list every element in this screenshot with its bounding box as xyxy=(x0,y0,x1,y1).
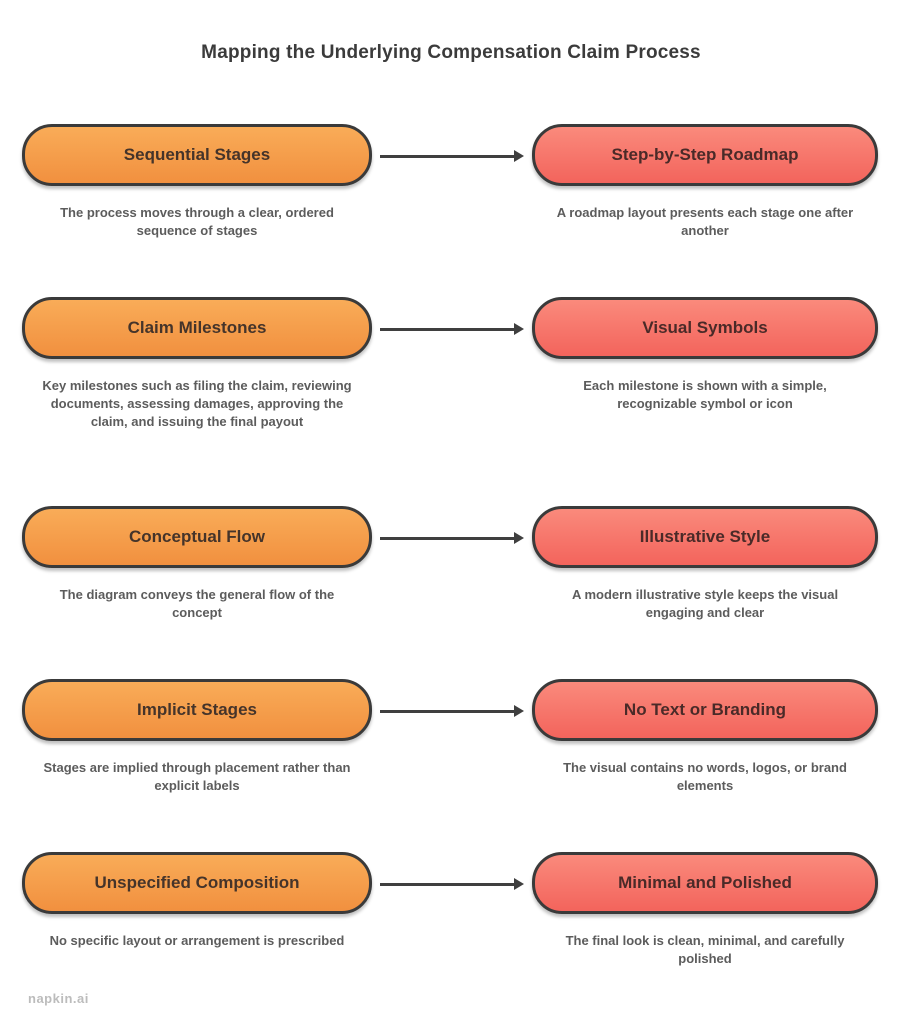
page-title: Mapping the Underlying Compensation Clai… xyxy=(201,42,701,63)
arrow-shaft xyxy=(380,709,514,713)
card-label: Minimal and Polished xyxy=(618,873,792,892)
result-card-visual-symbols: Visual Symbols xyxy=(532,297,878,359)
arrow-icon xyxy=(380,878,524,890)
result-card-no-text-or-branding: No Text or Branding xyxy=(532,679,878,741)
card-caption: A roadmap layout presents each stage one… xyxy=(556,205,854,239)
stage-card-sequential-stages: Sequential Stages xyxy=(22,124,372,186)
arrow-icon xyxy=(380,323,524,335)
card-label: Implicit Stages xyxy=(137,700,257,719)
arrow-head xyxy=(514,705,524,717)
arrow-head xyxy=(514,150,524,162)
arrow-shaft xyxy=(380,327,514,331)
result-card-minimal-and-polished: Minimal and Polished xyxy=(532,852,878,914)
watermark: napkin.ai xyxy=(28,991,89,1006)
row-unspecified-composition: Unspecified Composition No specific layo… xyxy=(0,852,902,1022)
card-label: Step-by-Step Roadmap xyxy=(611,145,799,164)
card-label: Visual Symbols xyxy=(642,318,768,337)
card-caption: Key milestones such as filing the claim,… xyxy=(42,378,352,430)
card-label: No Text or Branding xyxy=(623,700,787,719)
arrow-head xyxy=(514,532,524,544)
card-caption: The visual contains no words, logos, or … xyxy=(563,760,847,794)
arrow-icon xyxy=(380,705,524,717)
card-caption: Each milestone is shown with a simple, r… xyxy=(583,378,827,412)
card-caption: The process moves through a clear, order… xyxy=(60,205,334,239)
arrow-head xyxy=(514,878,524,890)
arrow-icon xyxy=(380,150,524,162)
card-label: Sequential Stages xyxy=(123,145,271,164)
stage-card-implicit-stages: Implicit Stages xyxy=(22,679,372,741)
arrow-shaft xyxy=(380,882,514,886)
arrow-shaft xyxy=(380,536,514,540)
row-claim-milestones: Claim Milestones Key milestones such as … xyxy=(0,297,902,467)
card-caption: A modern illustrative style keeps the vi… xyxy=(571,587,839,621)
arrow-icon xyxy=(380,532,524,544)
card-caption: No specific layout or arrangement is pre… xyxy=(49,933,345,948)
arrow-head xyxy=(514,323,524,335)
card-label: Illustrative Style xyxy=(639,527,771,546)
card-caption: The diagram conveys the general flow of … xyxy=(59,587,335,621)
card-caption: Stages are implied through placement rat… xyxy=(43,760,351,794)
card-caption: The final look is clean, minimal, and ca… xyxy=(565,933,845,967)
row-conceptual-flow: Conceptual Flow The diagram conveys the … xyxy=(0,506,902,676)
stage-card-conceptual-flow: Conceptual Flow xyxy=(22,506,372,568)
arrow-shaft xyxy=(380,154,514,158)
result-card-illustrative-style: Illustrative Style xyxy=(532,506,878,568)
result-card-step-by-step-roadmap: Step-by-Step Roadmap xyxy=(532,124,878,186)
card-label: Unspecified Composition xyxy=(94,873,300,892)
row-implicit-stages: Implicit Stages Stages are implied throu… xyxy=(0,679,902,849)
stage-card-unspecified-composition: Unspecified Composition xyxy=(22,852,372,914)
row-sequential-stages: Sequential Stages The process moves thro… xyxy=(0,124,902,294)
card-label: Claim Milestones xyxy=(127,318,267,337)
stage-card-claim-milestones: Claim Milestones xyxy=(22,297,372,359)
card-label: Conceptual Flow xyxy=(129,527,265,546)
